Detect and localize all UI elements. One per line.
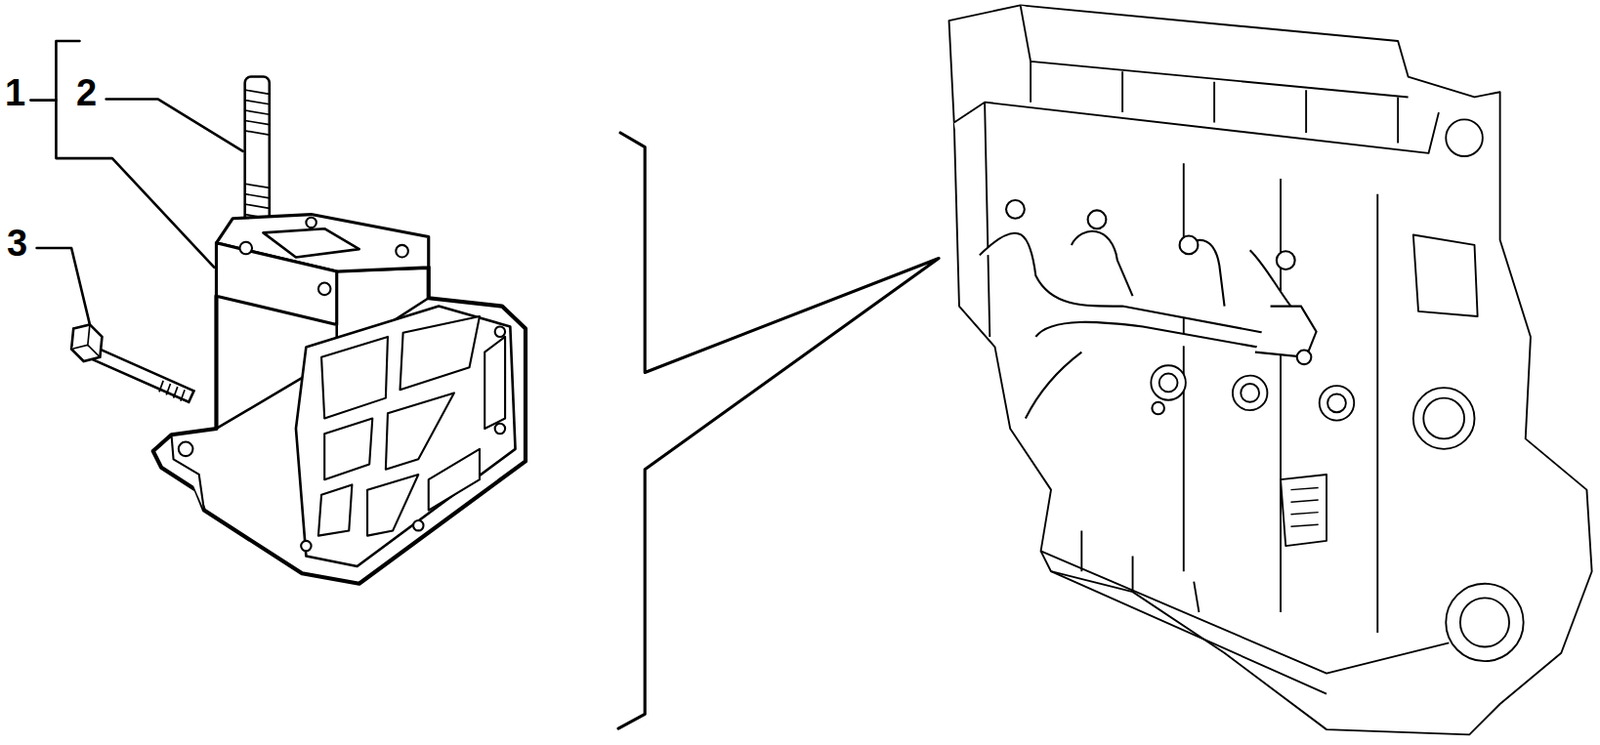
group-bracket — [55, 41, 214, 268]
leader-line — [30, 98, 56, 102]
engine-block — [949, 4, 1593, 735]
callout-wrapper: 1 — [4, 74, 26, 112]
callout-wrapper: 2 — [76, 74, 97, 112]
bolt — [71, 324, 194, 402]
callout-number: 1 — [4, 74, 26, 112]
leader-line — [37, 248, 90, 325]
callout-wrapper: 3 — [6, 224, 28, 262]
leader-line — [106, 99, 244, 152]
exhaust-manifold — [979, 200, 1317, 420]
callout-number: 2 — [76, 74, 97, 112]
mount-bracket — [153, 214, 526, 585]
stud — [245, 77, 270, 231]
view-bracket — [618, 132, 939, 729]
callout-number: 3 — [6, 224, 28, 262]
leader-lines — [30, 41, 939, 729]
